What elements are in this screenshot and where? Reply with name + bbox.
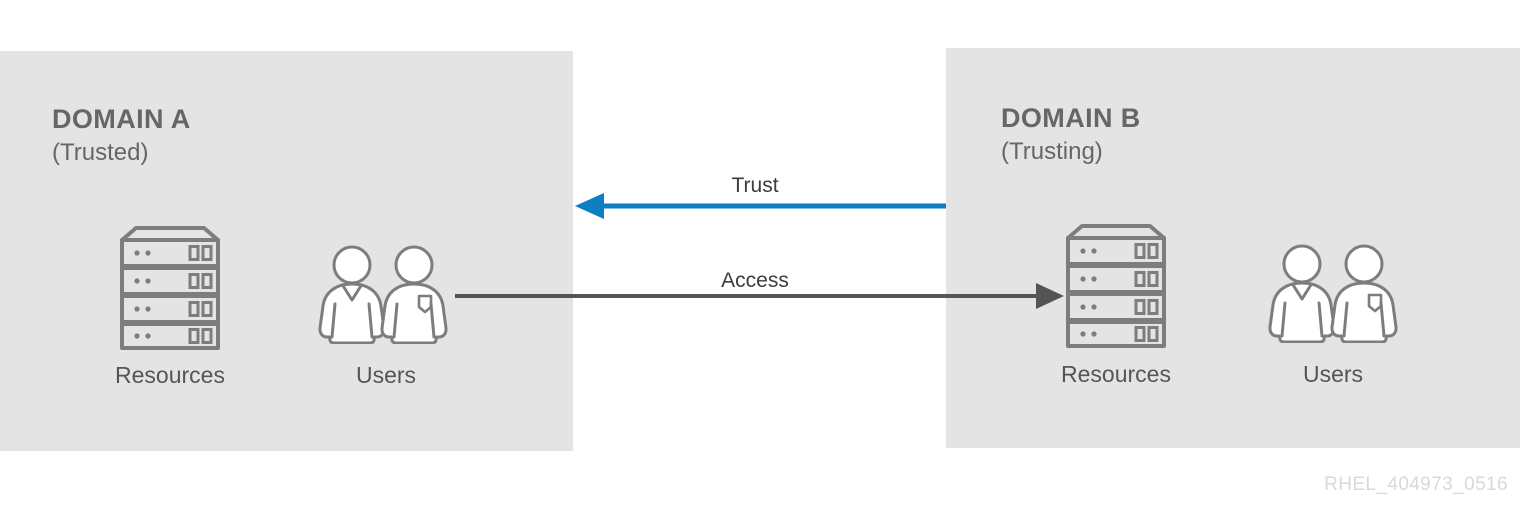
domain-a-subtitle: (Trusted) xyxy=(52,139,149,166)
domain-b-users-label: Users xyxy=(1302,361,1364,387)
domain-b-subtitle: (Trusting) xyxy=(1001,138,1103,165)
domain-b-resources-label: Resources xyxy=(1061,361,1171,387)
trust-arrow-label: Trust xyxy=(731,174,779,197)
domain-b-panel xyxy=(946,48,1520,448)
two-people-icon xyxy=(316,244,456,345)
domain-b-title: DOMAIN B xyxy=(1001,103,1141,133)
server-rack-icon xyxy=(118,224,222,352)
access-arrow-label: Access xyxy=(721,269,789,292)
domain-a-panel xyxy=(0,51,573,451)
watermark-id: RHEL_404973_0516 xyxy=(1324,474,1508,495)
two-people-icon xyxy=(1266,243,1406,344)
server-rack-icon xyxy=(1064,222,1168,350)
domain-a-users-label: Users xyxy=(355,362,417,388)
domain-a-resources-label: Resources xyxy=(115,362,225,388)
domain-a-title: DOMAIN A xyxy=(52,104,191,134)
